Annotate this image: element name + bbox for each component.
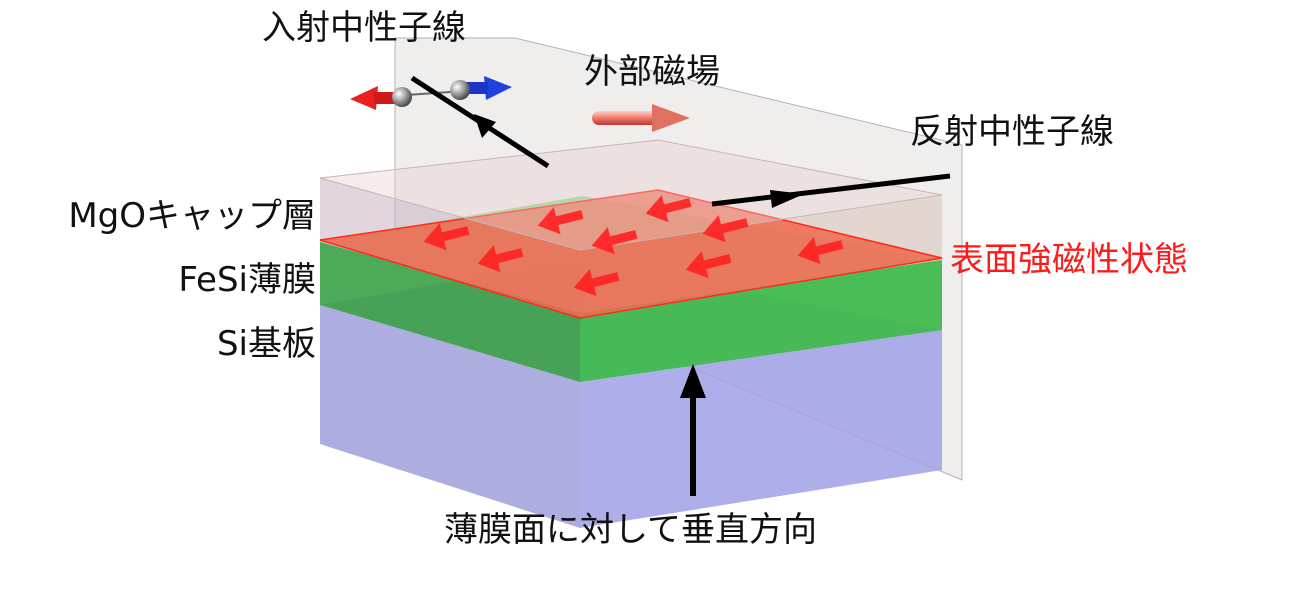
surface-spin-arrows bbox=[423, 195, 844, 297]
spin-right-blue-arrow bbox=[484, 76, 512, 100]
substrate-right-face bbox=[580, 330, 942, 528]
spin-arrow-4 bbox=[702, 215, 749, 243]
film-layer-label: FeSi薄膜 bbox=[178, 260, 316, 300]
surface-state-label: 表面強磁性状態 bbox=[950, 240, 1188, 280]
spin-arrow-6 bbox=[477, 245, 524, 273]
cap-top-face bbox=[319, 139, 943, 251]
spin-arrow-8 bbox=[685, 251, 732, 279]
film-right-face bbox=[580, 260, 942, 382]
reflected-beam-label: 反射中性子線 bbox=[910, 112, 1114, 152]
neutron-ball-right bbox=[450, 80, 470, 100]
reflected-beam-line bbox=[711, 173, 951, 207]
substrate-layer-label: Si基板 bbox=[216, 324, 316, 364]
neutron-ball-left bbox=[392, 87, 412, 107]
perpendicular-direction-label: 薄膜面に対して垂直方向 bbox=[444, 510, 817, 550]
spin-arrow-9 bbox=[573, 269, 620, 297]
spin-arrow-2 bbox=[537, 207, 584, 235]
incident-beam-label: 入射中性子線 bbox=[262, 8, 466, 48]
spin-arrow-7 bbox=[797, 237, 844, 265]
film-front-face bbox=[320, 242, 580, 382]
external-field-arrow bbox=[592, 104, 690, 132]
incident-beam-arrowhead bbox=[474, 114, 496, 138]
surface-ferromagnetic-layer bbox=[319, 189, 943, 319]
reflected-beam-arrowhead bbox=[770, 190, 804, 208]
spin-arrow-5 bbox=[591, 227, 638, 255]
substrate-front-face bbox=[320, 305, 580, 528]
spin-left-red-arrow bbox=[350, 86, 378, 110]
perpendicular-arrow-head bbox=[680, 364, 706, 398]
spin-arrow-3 bbox=[423, 223, 470, 251]
spin-arrow-1 bbox=[645, 195, 692, 223]
external-field-label: 外部磁場 bbox=[584, 52, 720, 92]
cap-layer-label: MgOキャップ層 bbox=[68, 196, 316, 236]
